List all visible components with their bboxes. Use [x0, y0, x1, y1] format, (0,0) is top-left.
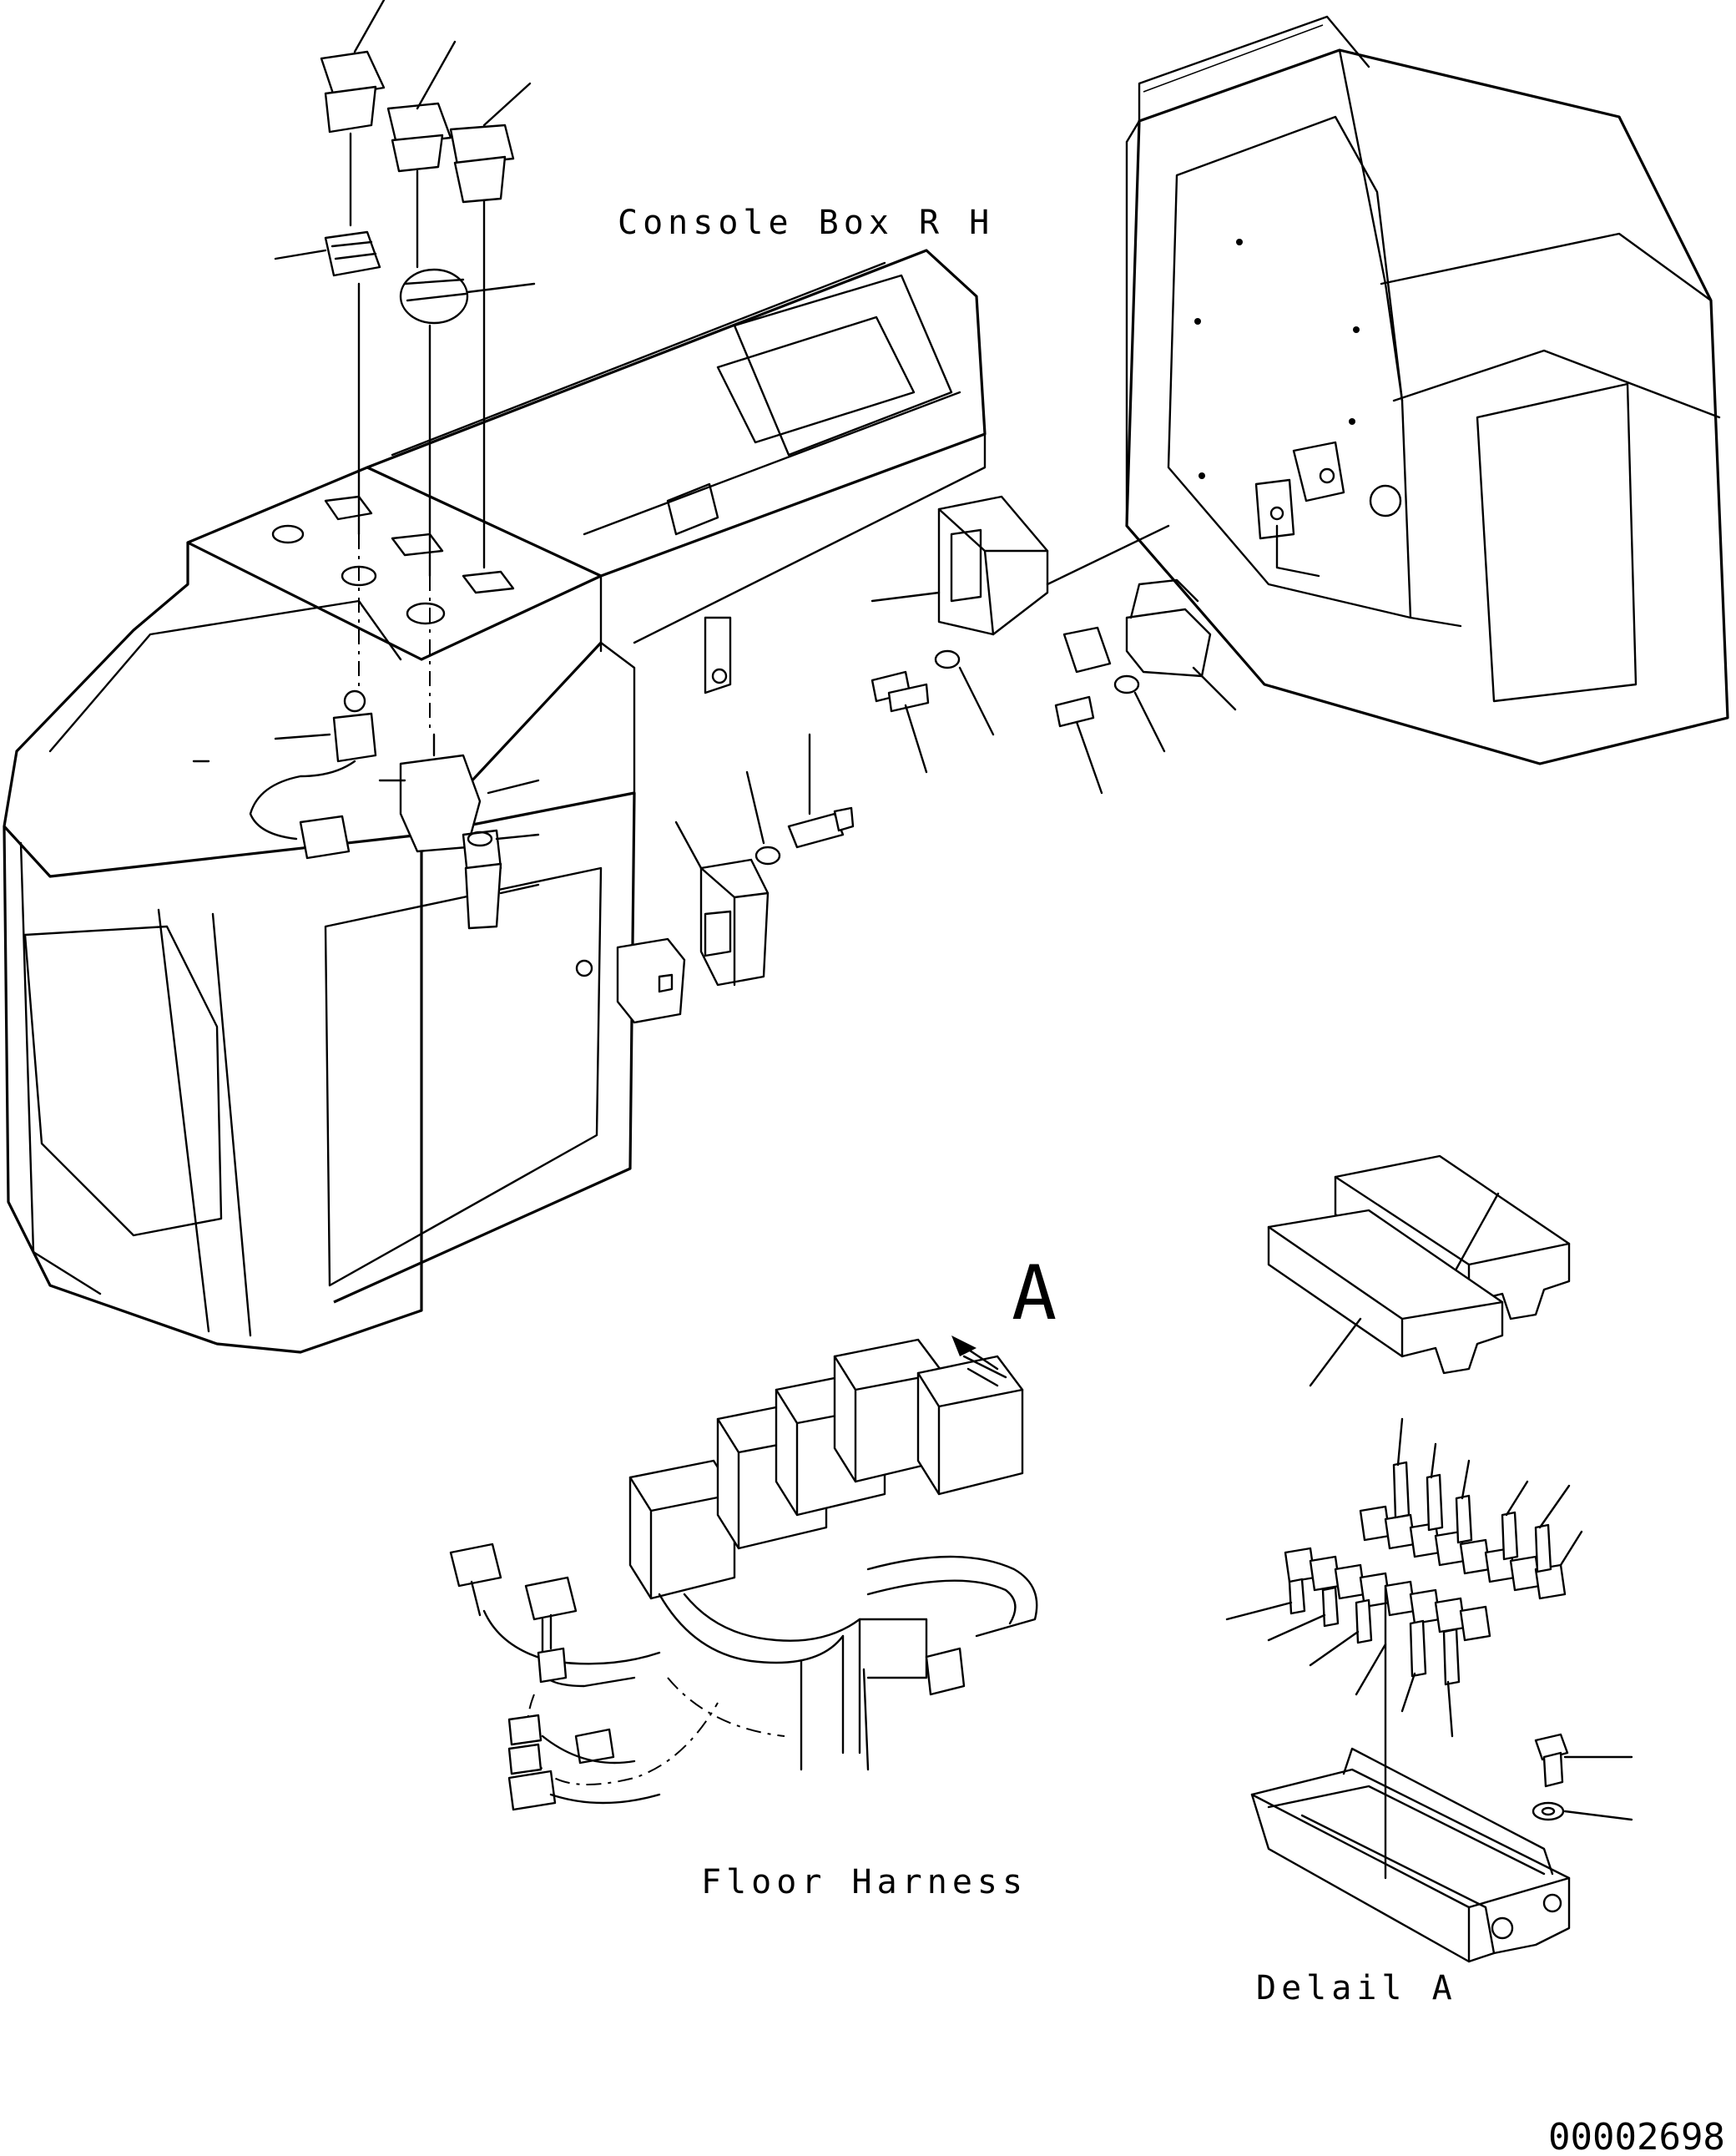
floor-harness — [449, 1336, 1038, 1811]
detail-a-label: Delail A — [1256, 1969, 1457, 2007]
fuse-row-front — [1225, 1547, 1491, 1738]
controller-box — [871, 495, 1237, 795]
detail-a — [1225, 1154, 1633, 1963]
drawing-number: 00002698 — [1548, 2116, 1725, 2156]
side-mount-parts — [575, 733, 855, 1024]
detail-marker: A — [1012, 1250, 1057, 1337]
console-box-body — [3, 249, 987, 1354]
switch-group — [274, 0, 536, 735]
floor-harness-label: Floor Harness — [701, 1863, 1027, 1901]
fuse-row-back — [1359, 1417, 1583, 1600]
console-box-label: Console Box R H — [618, 204, 994, 242]
switch-assembly — [192, 689, 540, 930]
cab-structure — [1125, 15, 1729, 765]
